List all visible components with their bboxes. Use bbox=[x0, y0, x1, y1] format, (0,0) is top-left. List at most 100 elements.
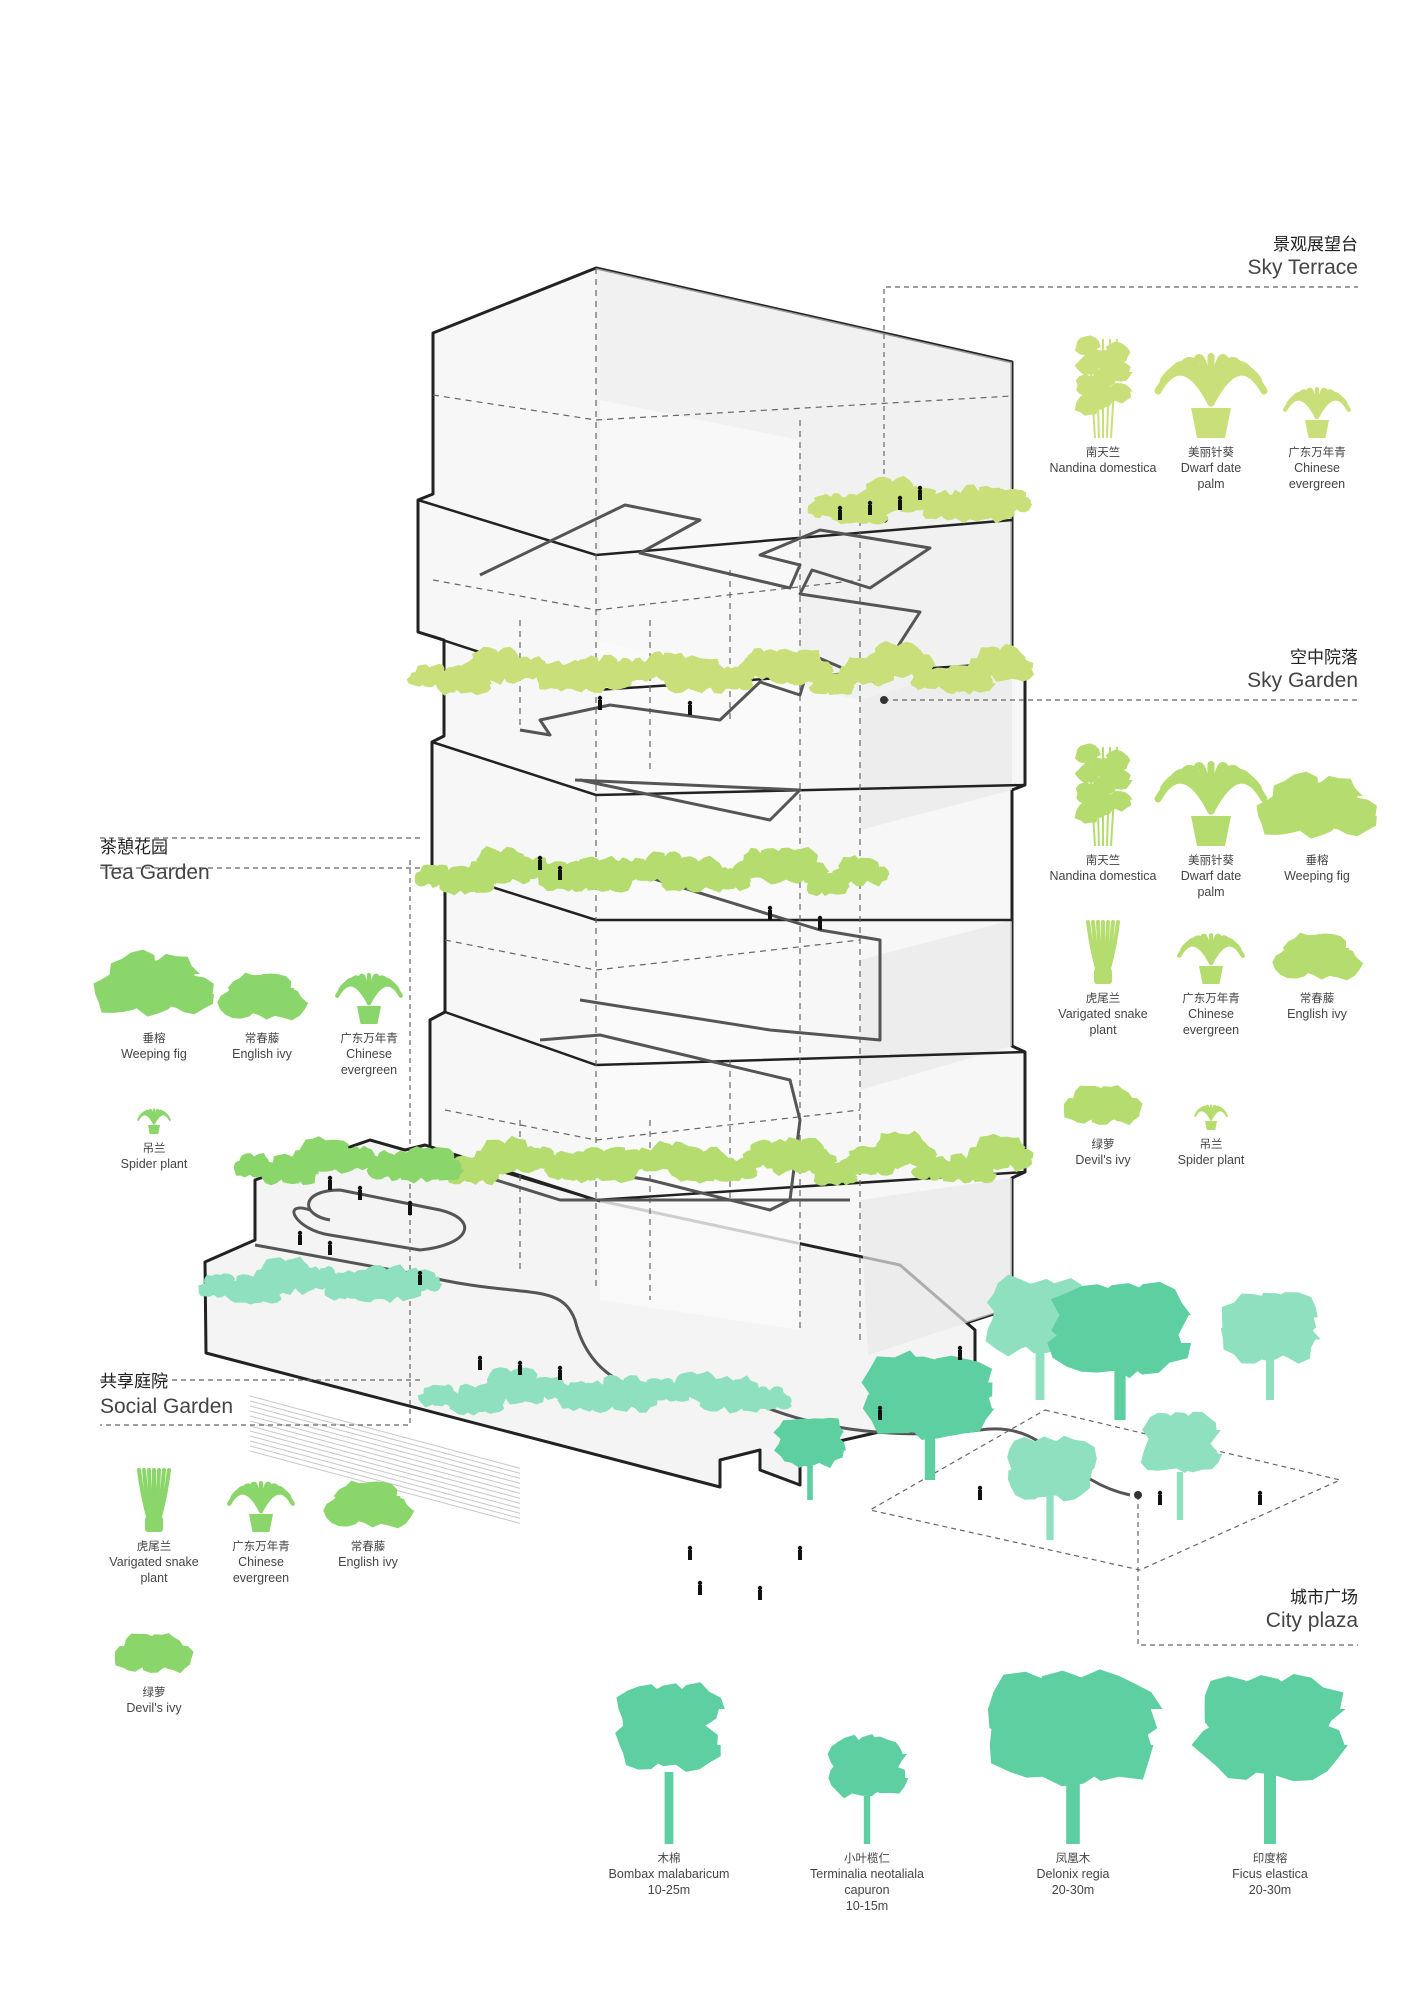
terrace-shrub bbox=[865, 641, 936, 679]
fig-icon bbox=[93, 949, 214, 1017]
person-figure bbox=[407, 1200, 413, 1215]
plant-label: 常春藤 English ivy bbox=[187, 1030, 337, 1062]
person-figure bbox=[327, 1240, 333, 1255]
plant-name-en: Chinese bbox=[1188, 1007, 1234, 1021]
plant-label: 广东万年青 Chinese evergreen bbox=[186, 1538, 336, 1586]
plant-name-cn: 美丽针葵 bbox=[1188, 853, 1234, 867]
social-garden-label-en: Social Garden bbox=[100, 1395, 234, 1418]
plant-name-en: Nandina domestica bbox=[1049, 461, 1157, 475]
plant-name-en: plant bbox=[1089, 1023, 1117, 1037]
plant-name-cn: 吊兰 bbox=[1199, 1137, 1223, 1151]
plant-label: 吊兰 Spider plant bbox=[1136, 1136, 1286, 1168]
plant-name-en: Devil's ivy bbox=[1075, 1153, 1131, 1167]
terrace-shrub bbox=[963, 643, 1035, 682]
social-garden-label-cn: 共享庭院 bbox=[100, 1372, 168, 1392]
plant-name-cn: 广东万年青 bbox=[340, 1031, 398, 1045]
plant-label: 虎尾兰 Varigated snake plant bbox=[1028, 990, 1178, 1038]
plaza-tree bbox=[1047, 1281, 1192, 1420]
small-palm-icon bbox=[335, 973, 403, 1024]
legend-icons bbox=[93, 335, 1377, 1844]
terrace-shrub bbox=[714, 1157, 759, 1182]
terrace-shrub bbox=[223, 1274, 282, 1305]
leader-lines bbox=[100, 286, 1358, 1646]
person-figure bbox=[327, 1175, 333, 1190]
plant-name-cn: 虎尾兰 bbox=[1085, 991, 1121, 1005]
bamboo-plant-icon bbox=[1074, 335, 1133, 439]
person-figure bbox=[817, 915, 823, 930]
plant-label: 虎尾兰 Varigated snake plant bbox=[79, 1538, 229, 1586]
small-palm-icon bbox=[1177, 933, 1245, 984]
person-figure bbox=[957, 1345, 963, 1360]
bombax-tree-icon bbox=[615, 1682, 725, 1844]
plant-name-cn: 南天竺 bbox=[1085, 853, 1121, 867]
plant-name-cn: 美丽针葵 bbox=[1188, 445, 1234, 459]
terrace-shrub bbox=[987, 488, 1033, 513]
plant-name-en: Delonix regia bbox=[1036, 1867, 1110, 1881]
bamboo-plant-icon bbox=[1074, 743, 1133, 847]
plant-name-cn: 南天竺 bbox=[1085, 445, 1121, 459]
terrace-shrub bbox=[435, 663, 493, 696]
person-figure bbox=[697, 1580, 703, 1595]
plant-name-cn: 小叶榄仁 bbox=[844, 1851, 890, 1865]
plant-name-en: Varigated snake bbox=[109, 1555, 199, 1569]
terrace-shrub bbox=[760, 847, 830, 885]
terrace-shrub bbox=[747, 1386, 792, 1411]
tree-label: 木棉 Bombax malabaricum 10-25m bbox=[594, 1850, 744, 1898]
person-figure bbox=[867, 500, 873, 515]
person-figure bbox=[687, 1545, 693, 1560]
plant-name-en: English ivy bbox=[1287, 1007, 1347, 1021]
plant-name-en: capuron bbox=[844, 1883, 890, 1897]
plaza-tree bbox=[1007, 1435, 1098, 1540]
terrace-shrub bbox=[765, 648, 834, 686]
delonix-tree-icon bbox=[988, 1669, 1163, 1844]
plant-label: 常春藤 English ivy bbox=[1242, 990, 1392, 1022]
person-figure bbox=[297, 1230, 303, 1245]
plant-name-cn: 虎尾兰 bbox=[136, 1539, 172, 1553]
spider-plant-icon bbox=[137, 1108, 171, 1134]
plaza-tree bbox=[773, 1417, 847, 1500]
plant-name-en: Dwarf date bbox=[1180, 869, 1242, 883]
plant-name-en: evergreen bbox=[340, 1063, 398, 1077]
tree-height: 20-30m bbox=[1248, 1883, 1292, 1897]
plant-label: 常春藤 English ivy bbox=[293, 1538, 443, 1570]
plant-label: 美丽针葵 Dwarf date palm bbox=[1136, 444, 1286, 492]
plant-name-en: Ficus elastica bbox=[1232, 1867, 1308, 1881]
person-figure bbox=[837, 505, 843, 520]
plaza-tree bbox=[861, 1350, 995, 1480]
terrace-shrub bbox=[637, 851, 694, 883]
plant-name-en: evergreen bbox=[232, 1571, 290, 1585]
tree-height: 10-15m bbox=[845, 1899, 889, 1913]
plant-name-en: Terminalia neotaliala bbox=[810, 1867, 924, 1881]
plant-name-cn: 木棉 bbox=[657, 1851, 681, 1865]
terrace-shrub bbox=[706, 866, 751, 892]
tree-height: 20-30m bbox=[1051, 1883, 1095, 1897]
person-figure bbox=[417, 1270, 423, 1285]
person-figure bbox=[767, 905, 773, 920]
tree-label: 凤凰木 Delonix regia 20-30m bbox=[998, 1850, 1148, 1898]
person-figure bbox=[557, 865, 563, 880]
ivy-icon bbox=[217, 972, 309, 1021]
tea-garden-label-cn: 茶憩花园 bbox=[100, 838, 168, 858]
tree-label: 印度榕 Ficus elastica 20-30m bbox=[1195, 1850, 1345, 1898]
plant-name-en: Bombax malabaricum bbox=[608, 1867, 730, 1881]
city-plaza-label-cn: 城市广场 bbox=[1290, 1588, 1358, 1608]
terrace-shrub bbox=[417, 1384, 464, 1408]
ivy-icon bbox=[323, 1480, 415, 1529]
plant-name-cn: 印度榕 bbox=[1252, 1851, 1288, 1865]
person-figure bbox=[537, 855, 543, 870]
plant-name-en: Chinese bbox=[238, 1555, 284, 1569]
plant-label: 南天竺 Nandina domestica bbox=[1028, 852, 1178, 884]
plaza-tree bbox=[1140, 1411, 1223, 1520]
plant-name-cn: 广东万年青 bbox=[1288, 445, 1346, 459]
plant-name-cn: 常春藤 bbox=[1299, 991, 1335, 1005]
plant-label: 绿萝 Devil's ivy bbox=[1028, 1136, 1178, 1168]
person-figure bbox=[757, 1585, 763, 1600]
person-figure bbox=[917, 485, 923, 500]
plant-label: 绿萝 Devil's ivy bbox=[79, 1684, 229, 1716]
terminalia-tree-icon bbox=[827, 1734, 909, 1844]
dashed-guides bbox=[432, 268, 1013, 1340]
potted-palm-icon bbox=[1154, 761, 1268, 846]
tower-faces bbox=[596, 268, 1012, 1355]
terrace-shrub bbox=[396, 1146, 465, 1184]
plant-name-cn: 绿萝 bbox=[1091, 1137, 1115, 1151]
